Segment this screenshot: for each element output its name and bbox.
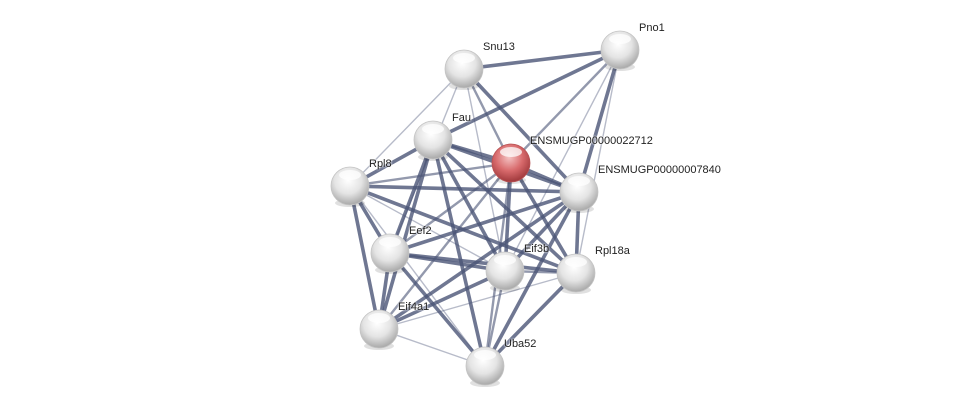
edge-Snu13-Eif3b[interactable]	[463, 68, 506, 272]
node-Rpl8[interactable]	[330, 166, 370, 207]
node-label-Rpl8: Rpl8	[369, 158, 392, 170]
node-label-Rpl18a: Rpl18a	[595, 245, 630, 257]
edge-Pno1-E22712[interactable]	[510, 49, 621, 164]
node-label-Eif3b: Eif3b	[524, 243, 550, 255]
edge-Snu13-E7840[interactable]	[462, 67, 581, 194]
edge-Snu13-Rpl8[interactable]	[349, 68, 465, 187]
node-label-Uba52: Uba52	[504, 338, 537, 350]
node-label-Eef2: Eef2	[409, 225, 432, 237]
node-Eif3b[interactable]	[485, 251, 525, 292]
node-E22712[interactable]	[491, 143, 531, 184]
node-Pno1[interactable]	[600, 30, 640, 71]
edge-Eif3b-Eif4a1[interactable]	[378, 269, 506, 331]
edge-Rpl18a-Uba52[interactable]	[483, 271, 578, 368]
edge-Eef2-Rpl18a[interactable]	[389, 251, 577, 275]
node-Eif4a1[interactable]	[359, 309, 399, 350]
node-label-Pno1: Pno1	[639, 22, 665, 34]
edge-E7840-Eif4a1[interactable]	[377, 190, 581, 331]
edge-Pno1-Eif3b[interactable]	[504, 49, 621, 272]
edge-Rpl8-Uba52[interactable]	[349, 185, 486, 367]
node-Fau[interactable]	[413, 120, 453, 161]
edge-Rpl18a-Eif4a1[interactable]	[378, 272, 577, 330]
edge-Pno1-Rpl18a[interactable]	[575, 49, 621, 274]
edge-Pno1-E7840[interactable]	[577, 49, 622, 193]
edge-E22712-Eif4a1[interactable]	[378, 162, 512, 330]
node-label-Eif4a1: Eif4a1	[398, 301, 430, 313]
node-Uba52[interactable]	[465, 346, 505, 387]
edge-Fau-Eif4a1[interactable]	[377, 139, 435, 330]
edge-Pno1-Fau[interactable]	[432, 48, 621, 142]
node-label-Fau: Fau	[452, 112, 471, 124]
edge-Eef2-Uba52[interactable]	[388, 251, 487, 368]
node-E7840[interactable]	[559, 172, 599, 213]
edge-Rpl8-E7840[interactable]	[349, 184, 580, 194]
node-Eef2[interactable]	[370, 233, 410, 274]
edge-Rpl8-Eif4a1[interactable]	[348, 185, 381, 330]
edge-E22712-Eef2[interactable]	[389, 162, 512, 254]
node-label-Snu13: Snu13	[483, 41, 515, 53]
edge-Fau-Uba52[interactable]	[431, 139, 487, 367]
node-Snu13[interactable]	[444, 49, 484, 90]
edge-Snu13-Pno1[interactable]	[463, 48, 621, 71]
edge-Rpl8-Eif3b[interactable]	[349, 185, 506, 272]
edge-Rpl8-E22712[interactable]	[349, 161, 512, 188]
node-Rpl18a[interactable]	[556, 253, 596, 294]
node-label-E22712: ENSMUGP00000022712	[530, 135, 653, 147]
edge-E7840-Uba52[interactable]	[483, 191, 581, 367]
node-label-E7840: ENSMUGP00000007840	[598, 164, 721, 176]
edge-E7840-Eef2[interactable]	[389, 190, 580, 255]
